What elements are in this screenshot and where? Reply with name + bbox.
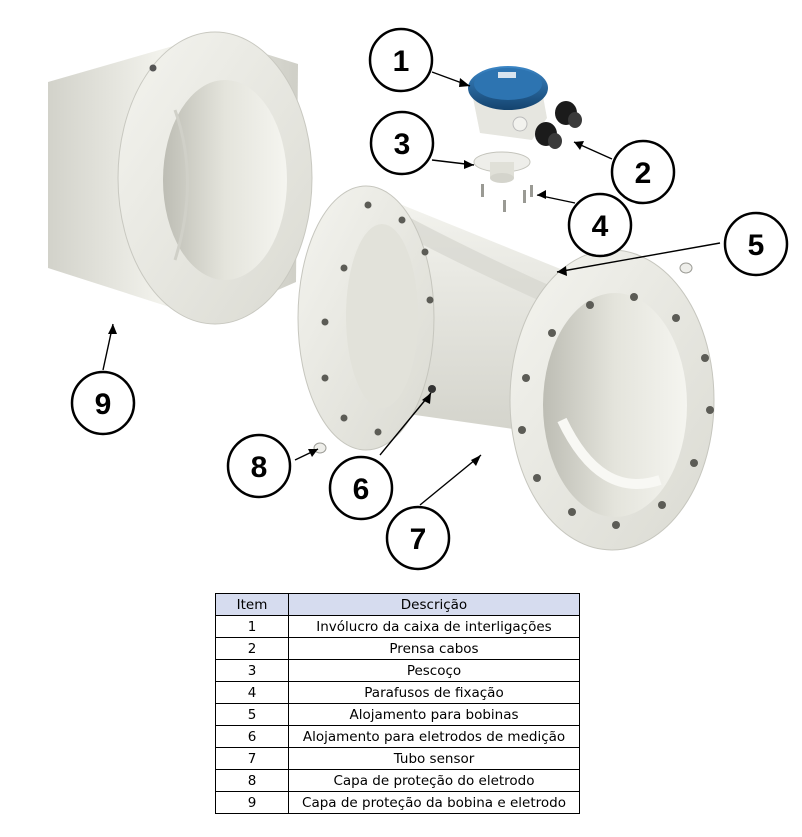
cell-description: Invólucro da caixa de interligações [288, 615, 580, 638]
svg-text:2: 2 [635, 157, 652, 190]
header-description: Descrição [288, 593, 580, 616]
callout-1: 1 [368, 27, 434, 93]
table-row: 9 Capa de proteção da bobina e eletrodo [215, 791, 580, 814]
part-9-coil-electrode-cover [48, 31, 313, 325]
cell-item: 4 [215, 681, 289, 704]
leader-arrowheads [108, 78, 584, 466]
table-row: 2 Prensa cabos [215, 637, 580, 660]
cell-item: 7 [215, 747, 289, 770]
svg-text:1: 1 [393, 45, 410, 78]
svg-text:5: 5 [748, 229, 765, 262]
svg-text:4: 4 [592, 210, 609, 243]
cell-item: 2 [215, 637, 289, 660]
callout-9: 9 [70, 370, 136, 436]
table-row: 3 Pescoço [215, 659, 580, 682]
header-item: Item [215, 593, 289, 616]
table-row: 6 Alojamento para eletrodos de medição [215, 725, 580, 748]
part-3-neck [473, 151, 531, 183]
cell-description: Tubo sensor [288, 747, 580, 770]
cell-description: Prensa cabos [288, 637, 580, 660]
parts-table: Item Descrição 1 Invólucro da caixa de i… [215, 593, 580, 814]
cell-description: Alojamento para bobinas [288, 703, 580, 726]
table-row: 8 Capa de proteção do eletrodo [215, 769, 580, 792]
table-row: 7 Tubo sensor [215, 747, 580, 770]
table-row: 5 Alojamento para bobinas [215, 703, 580, 726]
cell-description: Capa de proteção da bobina e eletrodo [288, 791, 580, 814]
part-8-electrode-cap [313, 442, 327, 454]
cell-item: 6 [215, 725, 289, 748]
callout-6: 6 [328, 455, 394, 521]
table-row: 4 Parafusos de fixação [215, 681, 580, 704]
cell-item: 5 [215, 703, 289, 726]
callout-4: 4 [567, 192, 633, 258]
callout-3: 3 [369, 110, 435, 176]
cell-description: Capa de proteção do eletrodo [288, 769, 580, 792]
svg-text:3: 3 [394, 128, 411, 161]
table-row: 1 Invólucro da caixa de interligações [215, 615, 580, 638]
cell-item: 1 [215, 615, 289, 638]
callout-8: 8 [226, 433, 292, 499]
cell-description: Parafusos de fixação [288, 681, 580, 704]
part-1-junction-box [468, 66, 548, 140]
electrode-hole [428, 385, 436, 393]
table-header-row: Item Descrição [215, 593, 580, 616]
svg-text:9: 9 [95, 388, 112, 421]
callout-7: 7 [385, 505, 451, 571]
cell-item: 9 [215, 791, 289, 814]
cell-item: 3 [215, 659, 289, 682]
callout-2: 2 [610, 139, 676, 205]
tube-bore [543, 293, 687, 517]
cell-description: Pescoço [288, 659, 580, 682]
cell-item: 8 [215, 769, 289, 792]
part-5-plug [679, 262, 693, 274]
part-4-fixing-screws [481, 184, 533, 212]
svg-text:6: 6 [353, 473, 370, 506]
cell-description: Alojamento para eletrodos de medição [288, 725, 580, 748]
callout-5: 5 [723, 211, 789, 277]
exploded-view-diagram: 1 2 3 4 5 6 7 8 9 [48, 27, 789, 571]
part-2-cable-glands [535, 101, 582, 149]
svg-text:8: 8 [251, 451, 268, 484]
svg-text:7: 7 [410, 523, 427, 556]
